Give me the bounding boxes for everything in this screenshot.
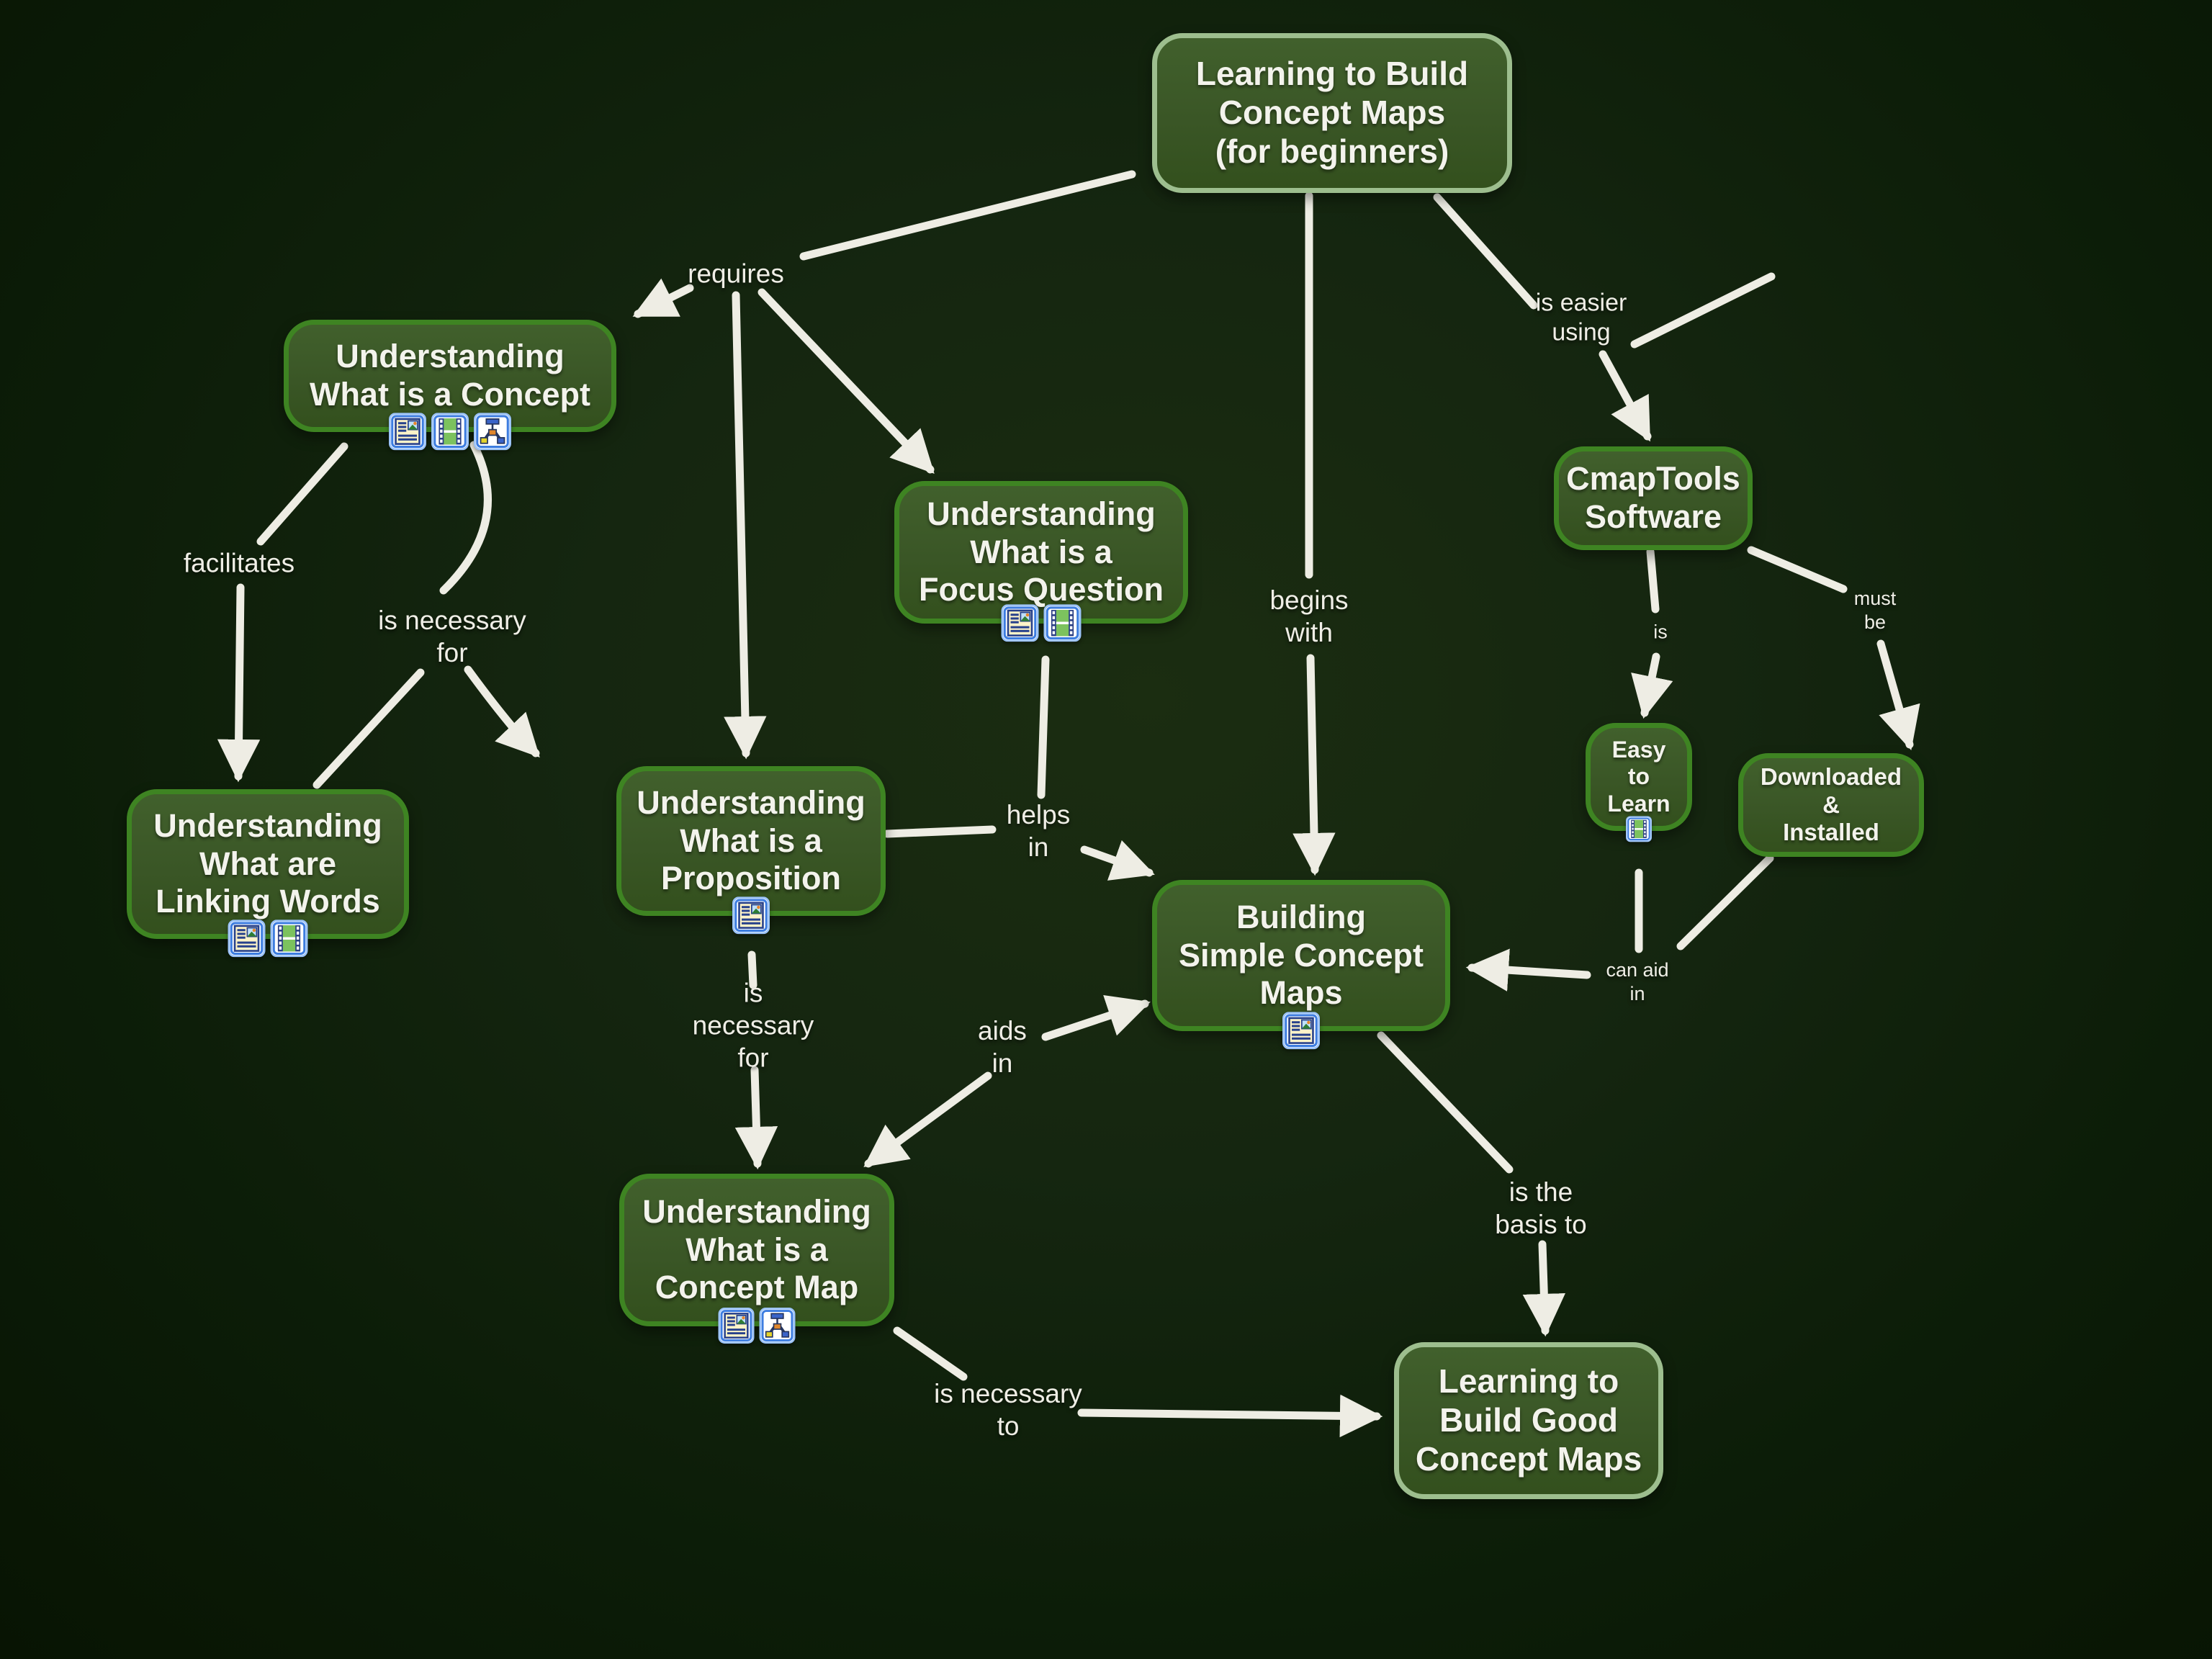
resource-icons-concept <box>389 413 511 451</box>
document-icon[interactable] <box>228 920 266 958</box>
node-label-concept: Understanding What is a Concept <box>309 338 591 413</box>
node-easy[interactable]: Easy to Learn <box>1586 723 1692 842</box>
link-line-is-necessary-to <box>893 1326 968 1381</box>
link-line-requires <box>757 288 935 475</box>
link-line-requires <box>799 170 1136 261</box>
node-linking[interactable]: Understanding What are Linking Words <box>127 789 409 958</box>
node-label-proposition: Understanding What is a Proposition <box>637 784 866 897</box>
node-label-conceptmap: Understanding What is a Concept Map <box>642 1193 871 1306</box>
document-icon[interactable] <box>389 413 426 451</box>
node-label-cmaptools: CmapTools Software <box>1566 460 1740 535</box>
link-line-facilitates <box>217 583 261 783</box>
video-icon[interactable] <box>270 920 308 958</box>
link-line-is-necessary-for-left <box>464 665 540 758</box>
node-label-easy: Easy to Learn <box>1607 736 1671 817</box>
link-line-can-aid-in <box>1465 948 1591 992</box>
link-line-is-easier-using <box>1599 350 1652 442</box>
link-label-is-necessary-for-left[interactable]: is necessary for <box>378 605 526 667</box>
document-icon[interactable] <box>1282 1012 1320 1050</box>
resource-icons-easy <box>1626 816 1652 842</box>
link-label-is-easier-using[interactable]: is easier using <box>1535 289 1627 346</box>
link-line-requires <box>632 278 694 318</box>
link-label-requires[interactable]: requires <box>688 258 784 289</box>
link-line-can-aid-in <box>1676 854 1774 950</box>
video-icon[interactable] <box>1043 604 1082 642</box>
link-label-begins-with[interactable]: begins with <box>1269 585 1349 647</box>
link-line-is-necessary-for-left <box>313 668 425 789</box>
link-line-is-the-basis-to <box>1377 1031 1514 1174</box>
node-proposition[interactable]: Understanding What is a Proposition <box>616 766 886 935</box>
link-line-must-be <box>1747 546 1848 593</box>
link-line-is <box>1631 652 1673 719</box>
link-line-is-necessary-for-below <box>734 1066 778 1170</box>
link-line-aids-in <box>1041 994 1151 1041</box>
node-learngood[interactable]: Learning to Build Good Concept Maps <box>1394 1342 1663 1499</box>
link-line-is-easier-using <box>1433 193 1538 310</box>
node-label-learngood: Learning to Build Good Concept Maps <box>1415 1362 1642 1478</box>
video-icon[interactable] <box>1626 816 1652 842</box>
link-line-must-be <box>1876 639 1920 750</box>
node-label-linking: Understanding What are Linking Words <box>153 807 382 920</box>
link-label-helps-in[interactable]: helps in <box>1006 799 1071 862</box>
node-concept[interactable]: Understanding What is a Concept <box>284 320 616 451</box>
link-line-aids-in <box>863 1071 992 1168</box>
link-line-is-easier-using <box>1630 272 1776 349</box>
video-icon[interactable] <box>431 413 469 451</box>
node-downloaded[interactable]: Downloaded & Installed <box>1738 753 1924 857</box>
resource-icons-linking <box>228 920 308 958</box>
link-label-facilitates[interactable]: facilitates <box>183 548 295 578</box>
link-label-is-the-basis-to[interactable]: is the basis to <box>1495 1177 1587 1239</box>
link-label-must-be[interactable]: must be <box>1853 588 1897 633</box>
node-cmaptools[interactable]: CmapTools Software <box>1554 446 1753 550</box>
link-line-helps-in <box>883 825 997 838</box>
node-conceptmap[interactable]: Understanding What is a Concept Map <box>619 1174 894 1344</box>
resource-icons-building <box>1282 1012 1320 1050</box>
node-learn-build[interactable]: Learning to Build Concept Maps (for begi… <box>1152 33 1512 193</box>
link-line-requires <box>724 291 767 760</box>
document-icon[interactable] <box>1001 604 1039 642</box>
node-label-focus: Understanding What is a Focus Question <box>918 495 1164 608</box>
resource-icons-conceptmap <box>718 1308 796 1344</box>
link-label-can-aid-in[interactable]: can aid in <box>1606 959 1669 1004</box>
document-icon[interactable] <box>732 896 770 935</box>
node-label-building: Building Simple Concept Maps <box>1178 899 1424 1012</box>
cmap-icon[interactable] <box>474 413 511 451</box>
link-line-is <box>1646 547 1660 613</box>
node-label-learn-build: Learning to Build Concept Maps (for begi… <box>1195 55 1469 170</box>
resource-icons-focus <box>1001 604 1082 642</box>
link-line-facilitates <box>256 442 349 546</box>
resource-icons-proposition <box>732 896 770 935</box>
link-label-is-necessary-to[interactable]: is necessary to <box>934 1378 1082 1441</box>
link-label-is-necessary-for-below[interactable]: is necessary for <box>692 978 814 1073</box>
node-focus[interactable]: Understanding What is a Focus Question <box>894 481 1188 642</box>
link-line-is-necessary-for-left <box>439 441 492 595</box>
link-label-aids-in[interactable]: aids in <box>978 1015 1027 1078</box>
link-line-begins-with <box>1292 654 1336 876</box>
link-line-is-necessary-for-below <box>747 950 757 989</box>
document-icon[interactable] <box>718 1308 755 1344</box>
link-line-is-the-basis-to <box>1522 1240 1565 1337</box>
link-line-helps-in <box>1080 840 1155 881</box>
link-line-is-necessary-to <box>1077 1394 1383 1438</box>
node-building[interactable]: Building Simple Concept Maps <box>1152 880 1450 1050</box>
node-label-downloaded: Downloaded & Installed <box>1760 763 1902 846</box>
cmap-icon[interactable] <box>759 1308 796 1344</box>
link-line-helps-in <box>1037 655 1050 799</box>
link-label-is[interactable]: is <box>1653 621 1668 643</box>
